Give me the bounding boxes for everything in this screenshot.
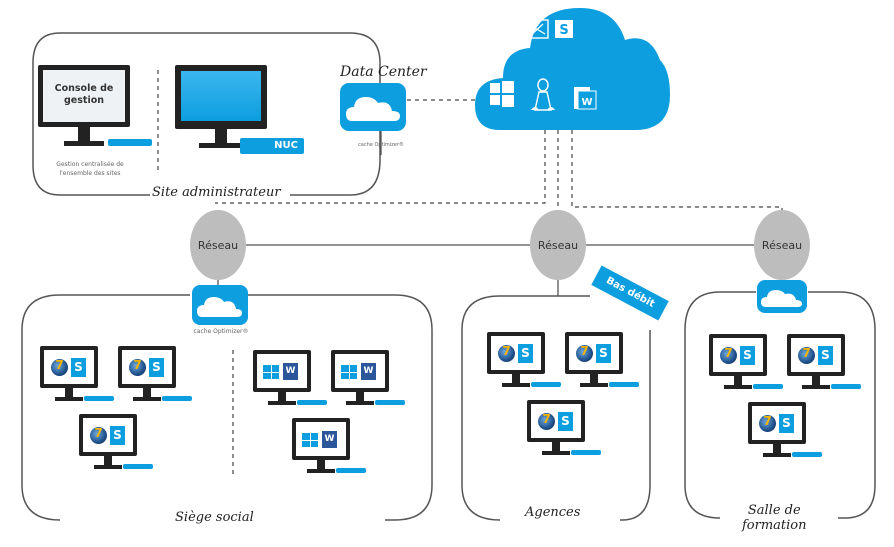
- nuc-badge: [831, 384, 861, 389]
- cloud-admin-link: [215, 130, 546, 204]
- network-node-siege: Réseau: [190, 210, 246, 280]
- formation-label: Salle de formation: [742, 503, 807, 533]
- svg-text:W: W: [581, 97, 592, 108]
- skype-icon: S: [779, 414, 794, 433]
- windows7-icon: [129, 358, 146, 376]
- skype-icon: S: [110, 426, 125, 445]
- nuc-badge: [609, 382, 639, 387]
- skype-icon: S: [596, 344, 611, 363]
- windows7-icon: [498, 344, 515, 362]
- skype-icon: S: [555, 20, 573, 38]
- console-caption: Gestion centralisée de l'ensemble des si…: [56, 161, 124, 177]
- windows7-icon: [759, 414, 776, 432]
- data-center-cache: [340, 83, 406, 131]
- svg-text:S: S: [559, 23, 568, 38]
- windows7-icon: [576, 344, 593, 362]
- word-icon: W: [361, 363, 376, 380]
- nuc-badge: [108, 139, 152, 146]
- siege-border: [21, 294, 433, 521]
- acrobat-icon: [527, 19, 549, 39]
- siege-cache: [192, 285, 248, 325]
- nuc-badge: [84, 396, 114, 401]
- skype-icon: S: [71, 358, 86, 377]
- cloud-services: S W: [475, 8, 670, 130]
- console-screen-text: Console de gestion: [54, 83, 114, 106]
- skype-icon: S: [818, 346, 833, 365]
- windows7-icon: [798, 346, 815, 364]
- windows-icon: [302, 433, 318, 447]
- linux-icon: [531, 78, 555, 111]
- skype-icon: S: [740, 346, 755, 365]
- windows-icon: [341, 365, 357, 379]
- windows7-icon: [51, 358, 68, 376]
- cloud-icon: [346, 97, 400, 121]
- cloud-icon: [197, 297, 242, 317]
- word-icon: W: [322, 431, 337, 448]
- nuc-device: NUC: [240, 138, 304, 154]
- admin-site-label: Site administrateur: [150, 185, 283, 200]
- windows-icon: [490, 81, 514, 107]
- skype-icon: S: [518, 344, 533, 363]
- agences-border: [461, 295, 651, 521]
- dc-cache-caption: cache Optimizer®: [358, 142, 404, 148]
- nuc-badge: [571, 450, 601, 455]
- windows7-icon: [720, 346, 737, 364]
- siege-label: Siège social: [175, 510, 254, 525]
- word-icon: W: [283, 363, 298, 380]
- nuc-badge: [753, 384, 783, 389]
- siege-cache-caption: cache Optimizer®: [193, 328, 249, 335]
- agences-label: Agences: [525, 505, 581, 520]
- nuc-badge: [336, 468, 366, 473]
- nuc-badge: [792, 452, 822, 457]
- nuc-badge: [297, 400, 327, 405]
- skype-icon: S: [558, 412, 573, 431]
- nuc-badge: [531, 382, 561, 387]
- nuc-badge: [123, 464, 153, 469]
- network-node-agences: Réseau: [530, 210, 586, 280]
- windows-icon: [263, 365, 279, 379]
- formation-cache: [757, 280, 807, 313]
- skype-icon: S: [149, 358, 164, 377]
- windows7-icon: [538, 412, 555, 430]
- network-node-formation: Réseau: [754, 210, 810, 280]
- word-icon: W: [574, 87, 597, 110]
- nuc-badge: [162, 396, 192, 401]
- cloud-formation-link: [571, 130, 783, 218]
- formation-border: [684, 291, 876, 519]
- windows7-icon: [90, 426, 107, 444]
- cloud-icon: [761, 290, 802, 307]
- nuc-badge: [375, 400, 405, 405]
- admin-site-border-left: [32, 32, 150, 196]
- data-center-label: Data Center: [340, 64, 427, 80]
